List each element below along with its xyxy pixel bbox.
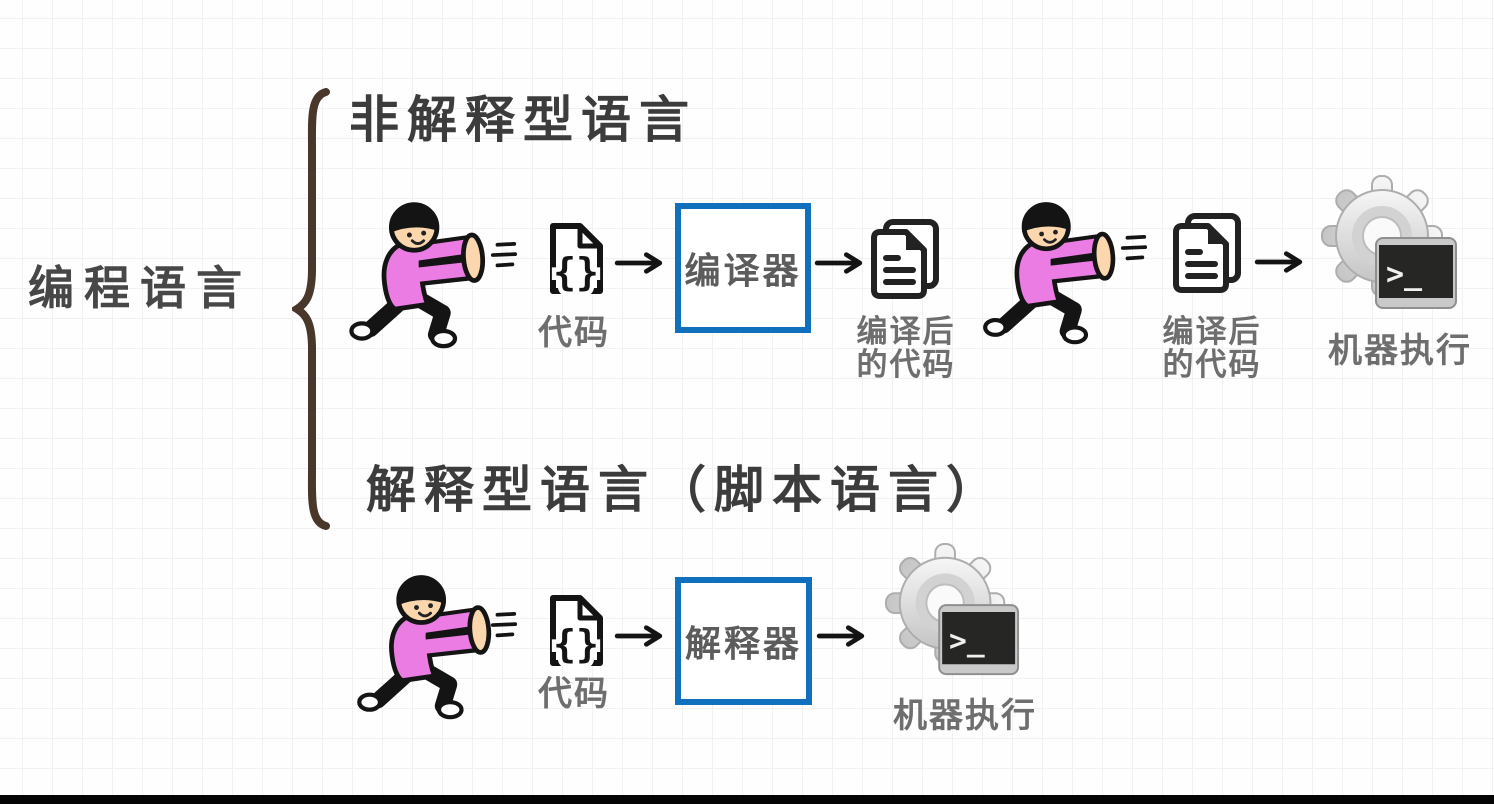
arrow-right-icon <box>1254 250 1304 274</box>
machine-exec-label: 机器执行 <box>1328 331 1472 371</box>
compiled-code-label: 编译后 的代码 <box>1155 314 1269 384</box>
speech-lines-icon <box>1120 233 1148 265</box>
arrow-right-icon <box>816 624 866 648</box>
compiled-code-label-line2: 的代码 <box>856 347 956 384</box>
person-coder-icon <box>342 197 492 349</box>
compiled-documents-icon <box>1169 212 1245 296</box>
speech-lines-icon <box>490 610 518 642</box>
arrow-right-icon <box>614 251 664 275</box>
compiled-code-label-line2: 的代码 <box>1162 347 1262 384</box>
root-label: 编程语言 <box>28 261 252 315</box>
speech-lines-icon <box>490 240 518 272</box>
curly-brace-icon <box>292 86 332 532</box>
arrow-right-icon <box>614 624 664 648</box>
branch2-title: 解释型语言（脚本语言） <box>366 461 1004 519</box>
person-coder-icon <box>976 197 1122 345</box>
code-file-icon <box>540 593 612 669</box>
branch1-title: 非解释型语言 <box>349 91 697 149</box>
compiled-documents-icon <box>867 218 943 302</box>
compiled-code-label-line1: 编译后 <box>856 314 956 350</box>
compiled-code-label: 编译后 的代码 <box>849 314 963 384</box>
machine-exec-label: 机器执行 <box>893 696 1037 736</box>
interpreter-box: 解释器 <box>675 577 812 705</box>
person-coder-icon <box>350 570 498 720</box>
interpreter-label: 解释器 <box>684 624 802 665</box>
arrow-right-icon <box>814 251 864 275</box>
compiler-label: 编译器 <box>684 251 802 292</box>
compiled-code-label-line1: 编译后 <box>1162 314 1262 350</box>
code-file-icon <box>540 221 612 297</box>
code-label: 代码 <box>538 313 610 353</box>
code-label: 代码 <box>538 674 610 714</box>
gear-terminal-icon <box>1320 172 1460 318</box>
gear-terminal-icon <box>884 540 1022 684</box>
compiler-box: 编译器 <box>675 203 811 333</box>
bottom-black-bar <box>0 795 1494 804</box>
